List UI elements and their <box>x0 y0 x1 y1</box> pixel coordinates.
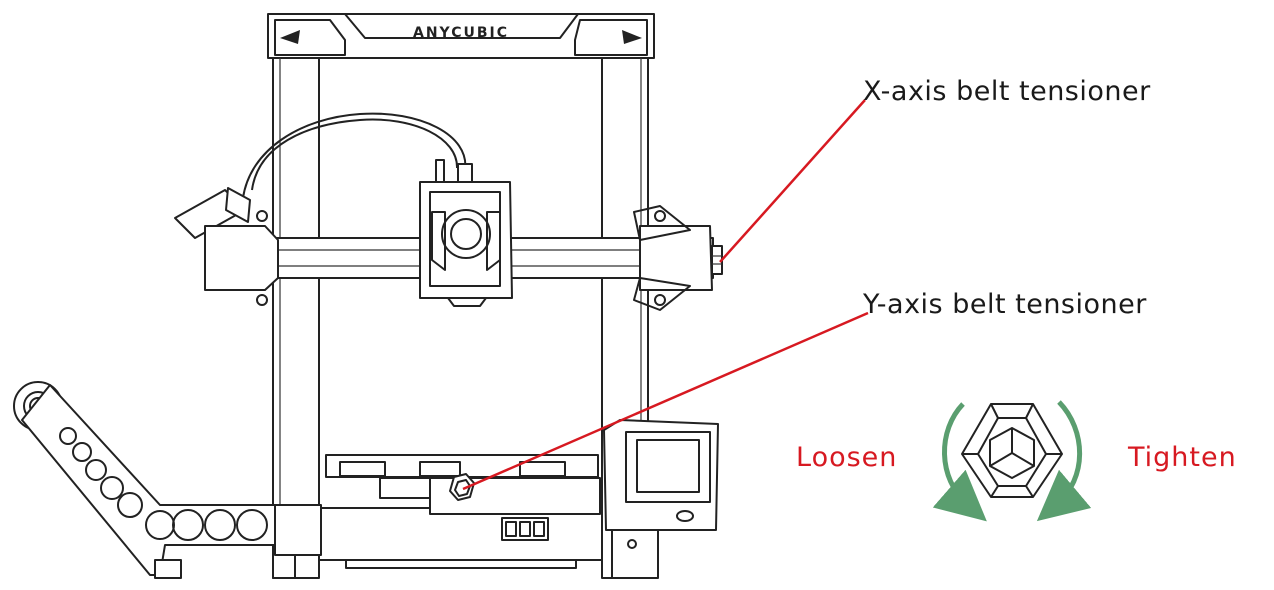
printer-illustration: ANYCUBIC <box>13 13 723 579</box>
loosen-label: Loosen <box>796 442 897 473</box>
y-axis-tensioner-knob <box>449 473 475 501</box>
control-screen <box>603 419 719 579</box>
y-axis-callout-line <box>462 311 869 491</box>
tighten-label: Tighten <box>1127 442 1237 473</box>
tensioner-rotation-diagram: Loosen Tighten <box>796 400 1237 522</box>
hex-knob-icon <box>961 403 1063 498</box>
print-head <box>419 159 513 307</box>
x-axis-callout-label: X-axis belt tensioner <box>863 76 1151 107</box>
filament-cable <box>242 112 467 199</box>
loosen-arrow-icon <box>932 402 987 522</box>
tighten-arrow-icon <box>1036 400 1092 522</box>
printer-top-bar: ANYCUBIC <box>267 13 655 59</box>
filament-sensor <box>174 187 268 306</box>
brand-logo-text: ANYCUBIC <box>413 25 509 41</box>
spool-holder-arm <box>13 381 322 579</box>
y-axis-callout-label: Y-axis belt tensioner <box>862 289 1147 320</box>
x-axis-callout-line <box>719 99 866 263</box>
